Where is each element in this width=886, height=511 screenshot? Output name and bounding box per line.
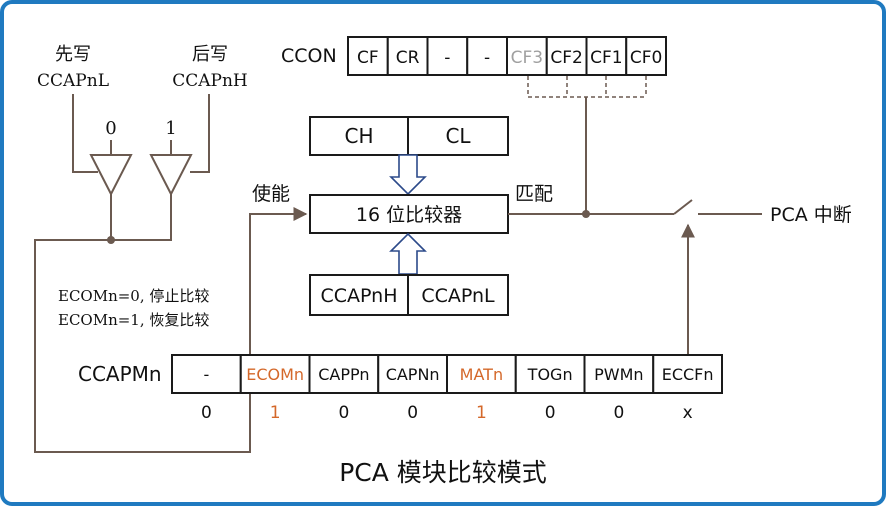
write-low-line2: CCAPnL	[37, 71, 109, 91]
output-label: PCA 中断	[770, 204, 852, 226]
ccon-bit: CF1	[590, 48, 622, 68]
ccon-bit: CF2	[550, 48, 582, 68]
counter-register: CH CL	[309, 116, 509, 156]
capture-register: CCAPnH CCAPnL	[309, 274, 509, 316]
ccapm-bit: CAPNn	[386, 365, 440, 384]
write-low-input: 0	[105, 118, 116, 139]
ccon-bit: CF	[357, 48, 379, 68]
ccapm-bit: ECCFn	[662, 365, 714, 384]
ccapm-bit: CAPPn	[318, 365, 369, 384]
capture-low: CCAPnL	[421, 285, 495, 307]
switch-blade	[673, 199, 693, 215]
ccon-bit: CF0	[630, 48, 662, 68]
ccapm-cell	[652, 354, 723, 394]
comparator-label: 16 位比较器	[356, 204, 462, 226]
ccapm-value: 0	[613, 403, 624, 423]
ccapm-bit: MATn	[460, 365, 503, 384]
ccon-bit: CR	[396, 48, 420, 68]
junction-dot-left	[107, 236, 115, 244]
ccapm-value: 0	[407, 403, 418, 423]
junction-dot-right	[582, 210, 590, 218]
ccapm-bit: -	[203, 365, 209, 384]
ccapm-cell	[171, 354, 242, 394]
ccon-cell	[347, 36, 389, 76]
write-high-line1: 后写	[192, 44, 228, 65]
buffer-merge-wire	[34, 194, 251, 453]
enable-label: 使能	[252, 183, 290, 205]
ccon-cell	[585, 36, 628, 76]
diagram-title: PCA 模块比较模式	[339, 458, 547, 487]
counter-to-comparator-arrow-icon	[389, 154, 427, 196]
write-low-line1: 先写	[55, 44, 91, 65]
ccapm-register: - ECOMn CAPPn CAPNn MATn TOGn PWMn ECCFn	[171, 354, 723, 394]
match-label: 匹配	[515, 183, 553, 205]
ccapm-value: 0	[338, 403, 349, 423]
capture-to-comparator-arrow-icon	[389, 232, 427, 275]
buffer-high-icon	[149, 154, 193, 197]
note-line-1: ECOMn=0, 停止比较	[58, 287, 209, 305]
ccon-label: CCON	[281, 45, 337, 67]
ccapm-value: x	[683, 403, 693, 423]
note-line-2: ECOMn=1, 恢复比较	[58, 311, 209, 329]
ccapm-value: 1	[270, 403, 281, 423]
ccapm-values: 0 1 0 0 1 0 0 x	[201, 403, 693, 423]
ccon-bit: -	[444, 48, 450, 68]
ccon-cell	[506, 36, 548, 76]
ccon-flag-dashes	[527, 76, 647, 98]
ccapm-cell	[583, 354, 655, 394]
capture-high: CCAPnH	[321, 285, 398, 307]
write-low-wire	[72, 94, 98, 173]
counter-low: CL	[445, 124, 471, 148]
ccapm-value: 1	[476, 403, 487, 423]
counter-high: CH	[344, 124, 373, 148]
ccapm-label: CCAPMn	[78, 362, 162, 386]
ccon-bit: -	[484, 48, 490, 68]
ccon-register: CF CR - - CF3 CF2 CF1 CF0	[347, 36, 667, 76]
ccon-cell	[426, 36, 469, 76]
ccon-cell	[386, 36, 429, 76]
write-high-line2: CCAPnH	[172, 71, 248, 91]
ccapm-cell	[308, 354, 380, 394]
write-high-wire	[190, 94, 210, 173]
ccapm-cell	[377, 354, 448, 394]
ccapm-value: 0	[201, 403, 212, 423]
write-high-input: 1	[165, 118, 176, 139]
ccon-bit: CF3	[511, 48, 543, 68]
ccapm-bit: PWMn	[594, 365, 643, 384]
ccapm-bit: TOGn	[527, 365, 573, 384]
buffer-low-icon	[89, 154, 133, 197]
ccon-cell	[625, 36, 667, 76]
enable-wire	[249, 207, 308, 355]
ccapm-bit: ECOMn	[246, 365, 304, 384]
ccapm-value: 0	[545, 403, 556, 423]
ccapm-cell	[514, 354, 586, 394]
